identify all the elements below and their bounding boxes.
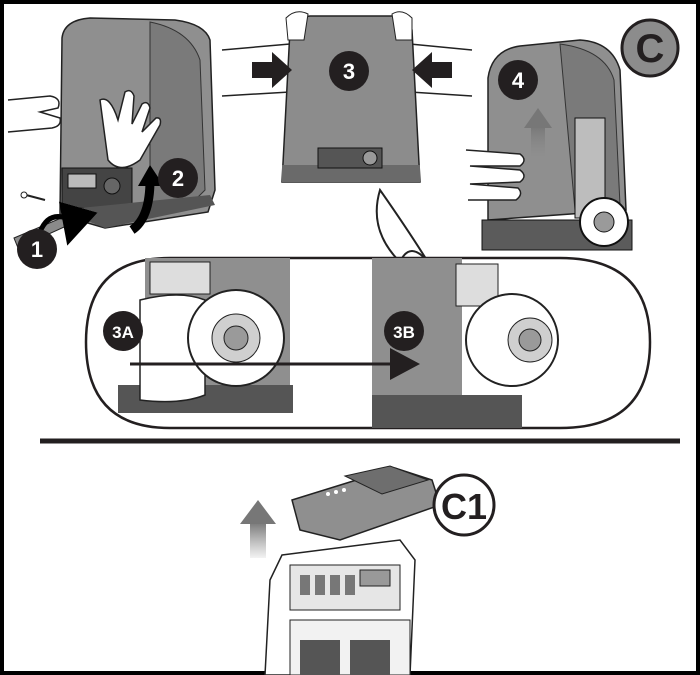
svg-text:4: 4 — [512, 68, 525, 93]
svg-text:3B: 3B — [393, 323, 415, 342]
step-badge-4: 4 — [498, 60, 538, 100]
detail-left-gear-view — [118, 258, 293, 413]
control-board-assembly — [264, 539, 416, 675]
hand-left-on-housing — [99, 89, 162, 169]
hand-right-lift — [465, 149, 525, 201]
step-badge-2: 2 — [158, 158, 198, 198]
board-cover — [291, 465, 441, 541]
squeeze-arrow-right — [412, 52, 452, 88]
squeeze-arrow-left — [252, 52, 292, 88]
up-arrow-lift — [524, 108, 552, 156]
step-badge-1: 1 — [17, 229, 57, 269]
motor-housing-left — [59, 17, 216, 229]
svg-text:C1: C1 — [441, 486, 487, 527]
step-badge-3b: 3B — [384, 311, 424, 351]
svg-text:3A: 3A — [112, 323, 134, 342]
section-label-c: C — [620, 18, 680, 78]
hand-left-edge — [7, 95, 62, 133]
detail-right-gear-view — [372, 258, 559, 428]
svg-text:2: 2 — [172, 166, 184, 191]
rotate-arrow — [37, 201, 98, 246]
svg-text:3: 3 — [343, 59, 355, 84]
svg-text:C: C — [636, 27, 665, 71]
svg-text:1: 1 — [31, 237, 43, 262]
step-badge-3a: 3A — [103, 311, 143, 351]
motor-housing-front — [221, 11, 473, 183]
lift-arrow — [129, 179, 155, 234]
callout-bubble — [375, 187, 429, 264]
step-badge-3: 3 — [329, 51, 369, 91]
section-label-c1: C1 — [432, 473, 496, 537]
detail-arrow-head — [390, 348, 420, 380]
up-arrow-cover — [240, 500, 276, 558]
